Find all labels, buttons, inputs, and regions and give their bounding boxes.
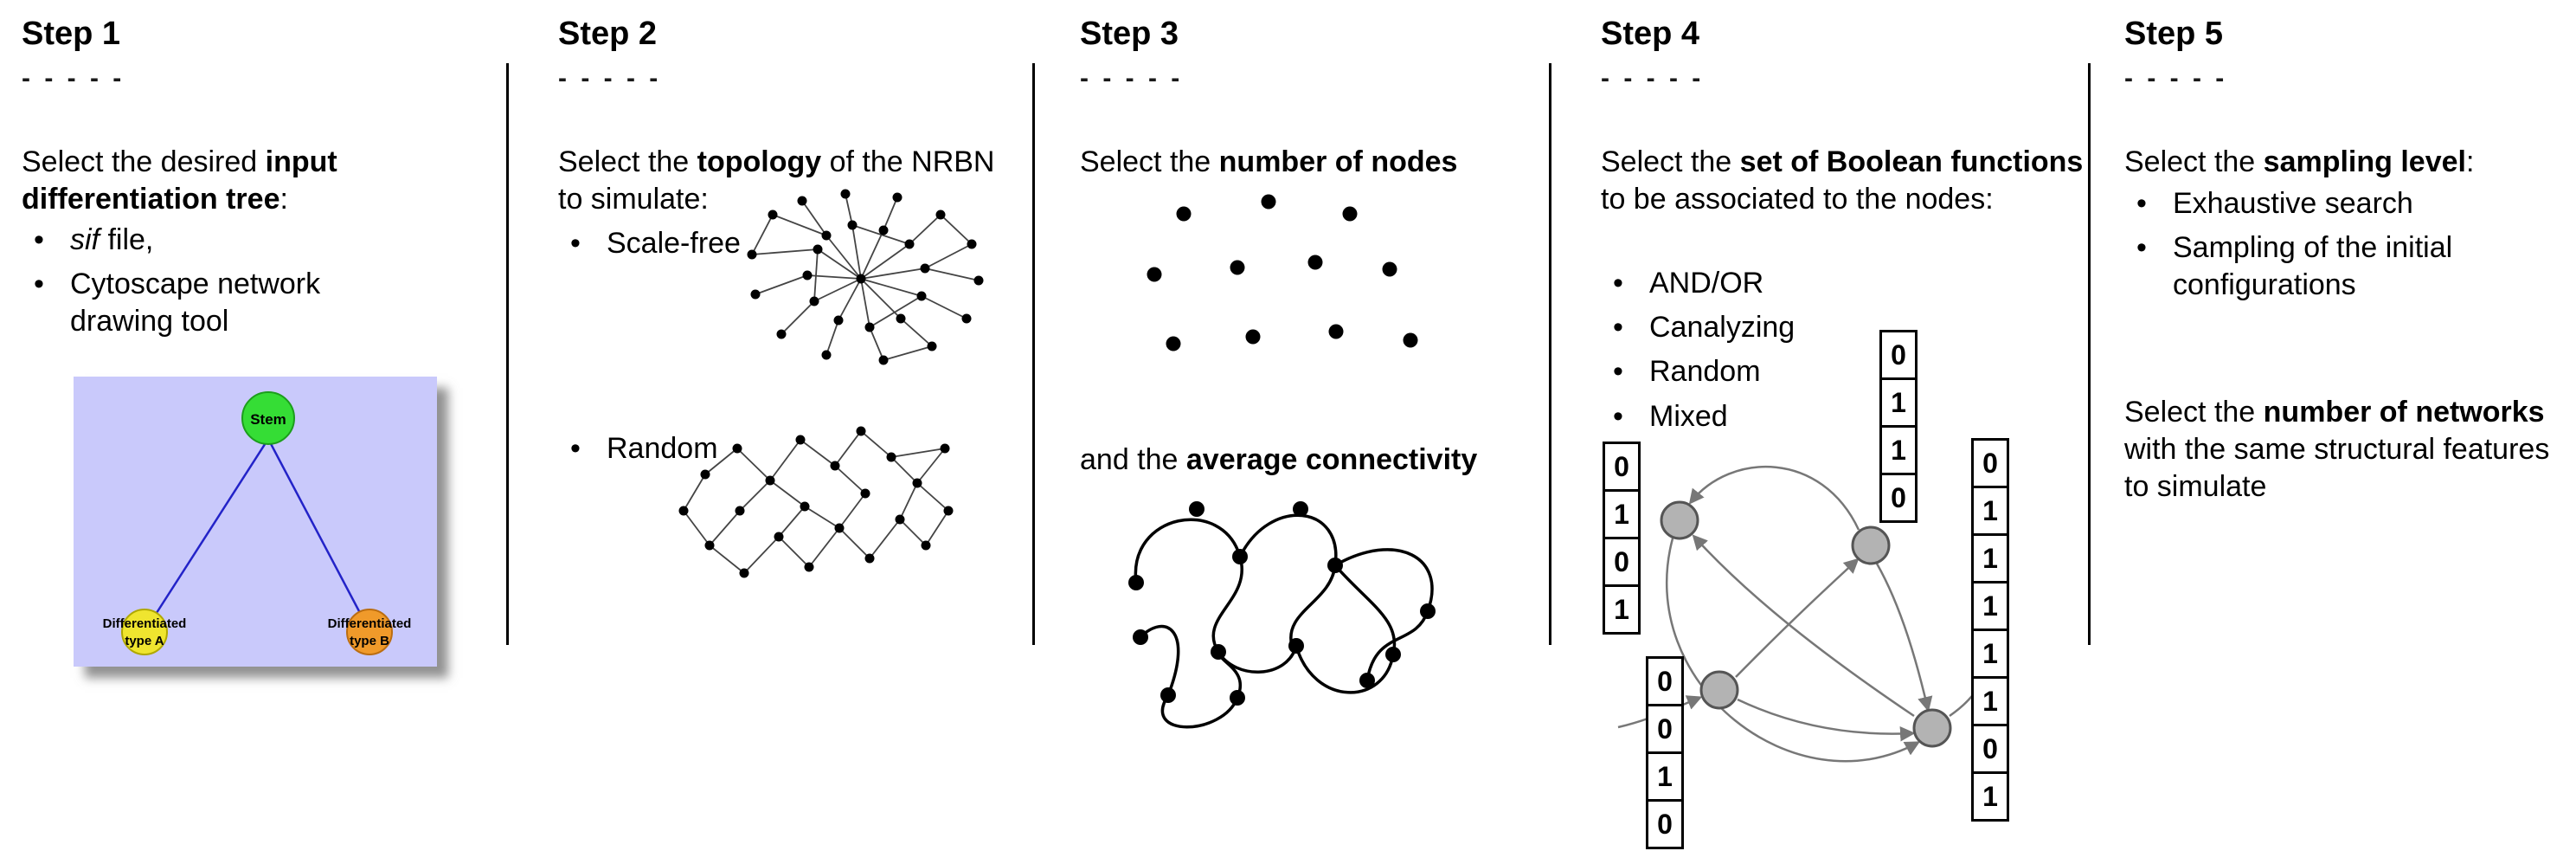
- step-5-instruction-2: Select the number of networks with the s…: [2124, 396, 2550, 504]
- bit-cell: 1: [1971, 581, 2009, 631]
- scale-free-network-figure: [747, 189, 984, 365]
- step-2-title: Step 2: [558, 16, 658, 52]
- type-a-label-line1: Differentiated: [103, 616, 187, 631]
- bit-cell: 0: [1971, 724, 2009, 774]
- type-a-node: [121, 609, 168, 655]
- boolean-function-list: AND/OR Canalyzing Random Mixed: [1601, 265, 1878, 442]
- bit-cell: 0: [1971, 438, 2009, 488]
- step-3-title: Step 3: [1080, 16, 1179, 52]
- boolean-vector-top: 0 1 1 0: [1879, 330, 1918, 523]
- bit-cell: 1: [1603, 489, 1641, 539]
- list-item: AND/OR: [1601, 265, 1878, 302]
- list-item: Canalyzing: [1601, 309, 1878, 346]
- type-b-label-line2: type B: [350, 634, 389, 648]
- bit-cell: 0: [1646, 799, 1684, 849]
- step-1-option-list: sif file, Cytoscape network drawing tool: [22, 222, 402, 348]
- gene-node: [1660, 500, 1699, 540]
- gene-node: [1699, 670, 1739, 710]
- column-divider: [1549, 63, 1551, 645]
- step-5-title: Step 5: [2124, 16, 2224, 52]
- list-item: sif file,: [22, 222, 402, 259]
- step-1-column: Step 1 - - - - - Select the desired inpu…: [22, 9, 472, 840]
- bit-cell: 1: [1971, 533, 2009, 583]
- bit-cell: 1: [1971, 676, 2009, 726]
- topology-option-random: Random: [558, 430, 718, 474]
- step-5-instruction: Select the sampling level:: [2124, 145, 2475, 178]
- dashed-rule: - - - - -: [1080, 64, 1184, 93]
- list-item: Random: [558, 430, 718, 467]
- step-1-title: Step 1: [22, 16, 121, 52]
- list-item: Cytoscape network drawing tool: [22, 266, 402, 340]
- step-3-column: Step 3 - - - - - Select the number of no…: [1080, 9, 1547, 840]
- bit-cell: 1: [1879, 425, 1918, 475]
- list-item: Random: [1601, 353, 1878, 390]
- dashed-rule: - - - - -: [558, 64, 662, 93]
- type-b-node: [346, 609, 393, 655]
- step-3-instruction-2: and the average connectivity: [1080, 443, 1478, 476]
- nodes-dots-figure: [1147, 194, 1418, 351]
- step-4-column: Step 4 - - - - - Select the set of Boole…: [1601, 9, 2085, 851]
- step-1-instruction: Select the desired input differentiation…: [22, 145, 337, 216]
- step-5-column: Step 5 - - - - - Select the sampling lev…: [2124, 9, 2570, 840]
- bit-cell: 0: [1646, 704, 1684, 754]
- topology-option-scale-free: Scale-free: [558, 225, 741, 269]
- column-divider: [506, 63, 509, 645]
- random-network-figure: [678, 426, 954, 578]
- list-item: Mixed: [1601, 398, 1878, 435]
- stem-node: [241, 391, 295, 445]
- bit-cell: 0: [1879, 330, 1918, 380]
- boolean-vector-right: 0 1 1 1 1 1 0 1: [1971, 438, 2009, 822]
- gene-node: [1912, 708, 1952, 748]
- stem-label: Stem: [250, 411, 286, 428]
- bit-cell: 1: [1971, 486, 2009, 536]
- bit-cell: 1: [1603, 584, 1641, 635]
- bit-cell: 1: [1971, 629, 2009, 679]
- dashed-rule: - - - - -: [1601, 64, 1705, 93]
- type-a-label-line2: type A: [125, 634, 164, 648]
- connectivity-tangle-figure: [1128, 501, 1436, 729]
- list-item: Sampling of the initial configurations: [2124, 229, 2570, 304]
- bit-cell: 1: [1971, 771, 2009, 822]
- bit-cell: 0: [1879, 473, 1918, 523]
- boolean-vector-bottom: 0 0 1 0: [1646, 656, 1684, 849]
- list-item: Exhaustive search: [2124, 185, 2570, 222]
- boolean-network-figure: [1617, 466, 1995, 763]
- bit-cell: 0: [1646, 656, 1684, 706]
- step-2-column: Step 2 - - - - - Select the topology of …: [558, 9, 1017, 840]
- dashed-rule: - - - - -: [22, 64, 125, 93]
- column-divider: [1032, 63, 1035, 645]
- differentiation-tree-figure: Stem Differentiated type A Differentiate…: [74, 377, 437, 667]
- bit-cell: 0: [1603, 442, 1641, 492]
- type-b-label-line1: Differentiated: [328, 616, 412, 631]
- boolean-vector-left: 0 1 0 1: [1603, 442, 1641, 635]
- bit-cell: 1: [1879, 377, 1918, 428]
- column-divider: [2088, 63, 2091, 645]
- bit-cell: 1: [1646, 751, 1684, 802]
- step-4-instruction: Select the set of Boolean functions to b…: [1601, 145, 2084, 216]
- step-3-instruction: Select the number of nodes: [1080, 145, 1458, 178]
- step-2-instruction: Select the topology of the NRBN to simul…: [558, 145, 995, 216]
- dashed-rule: - - - - -: [2124, 64, 2228, 93]
- bit-cell: 0: [1603, 537, 1641, 587]
- sampling-option-list: Exhaustive search Sampling of the initia…: [2124, 185, 2570, 312]
- list-item: Scale-free: [558, 225, 741, 262]
- gene-node: [1851, 525, 1891, 565]
- step-4-title: Step 4: [1601, 16, 1700, 52]
